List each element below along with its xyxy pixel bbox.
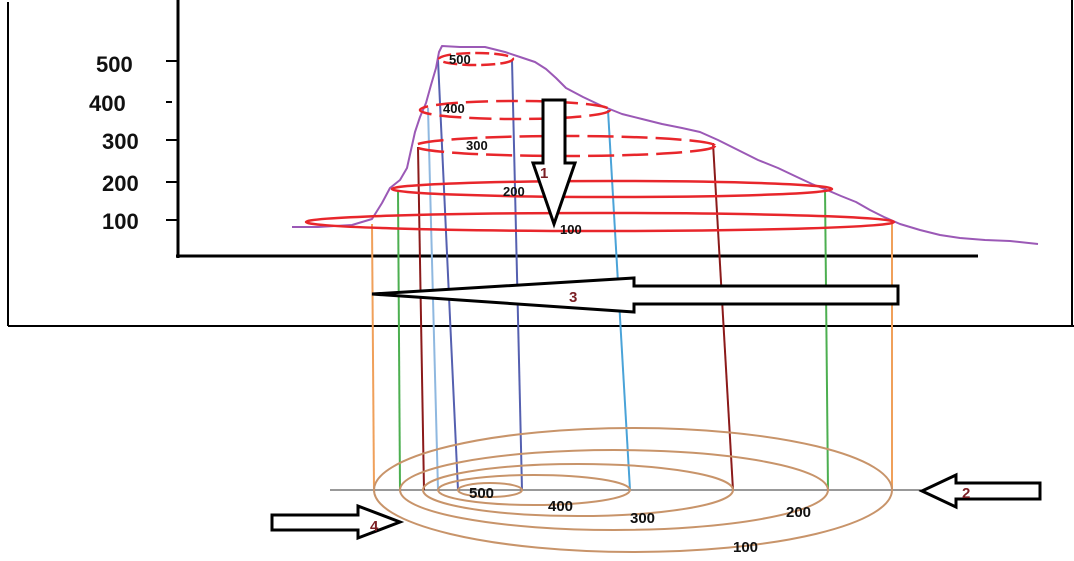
contour-ellipse-500 <box>437 51 515 67</box>
y-tick-400: 400 <box>89 91 126 116</box>
y-tick-marks <box>166 60 178 221</box>
plan-ring-200 <box>399 449 829 531</box>
step-4-right-arrow-icon <box>270 503 405 541</box>
y-tick-200: 200 <box>102 171 139 196</box>
step-2-label: 2 <box>962 485 970 502</box>
projection-line-500-left <box>437 59 459 491</box>
step-3-left-arrow-icon <box>371 276 900 314</box>
step-4-label: 4 <box>370 518 379 535</box>
projection-line-100-left <box>371 223 375 491</box>
contour-label-300: 300 <box>466 138 488 153</box>
contour-label-500: 500 <box>449 52 471 67</box>
contour-label-200: 200 <box>503 184 525 199</box>
plan-ring-300 <box>422 463 734 517</box>
step-3-label: 3 <box>569 289 577 306</box>
contour-ellipses <box>304 51 896 233</box>
projection-line-200-left <box>397 189 401 491</box>
plan-ring-label-100: 100 <box>733 539 758 556</box>
plan-contour-rings <box>373 427 893 553</box>
y-tick-300: 300 <box>102 129 139 154</box>
projection-lines <box>371 59 893 491</box>
contour-label-100: 100 <box>560 222 582 237</box>
plan-ring-500 <box>457 482 523 498</box>
plan-ring-400 <box>437 474 631 506</box>
projection-line-200-right <box>824 187 829 491</box>
projection-line-500-right <box>511 59 523 491</box>
step-1-down-arrow-icon <box>530 98 578 229</box>
plan-ring-label-500: 500 <box>469 485 494 502</box>
contour-ellipse-400 <box>418 99 612 121</box>
plan-ring-label-400: 400 <box>548 498 573 515</box>
terrain-profile-curve <box>292 45 1039 245</box>
plan-ring-100 <box>373 427 893 553</box>
step-2-left-arrow-icon <box>918 472 1042 510</box>
contour-label-400: 400 <box>443 101 465 116</box>
y-tick-100: 100 <box>102 209 139 234</box>
plan-ring-label-200: 200 <box>786 504 811 521</box>
contour-ellipse-100 <box>304 211 896 233</box>
contour-ellipse-200 <box>390 179 834 199</box>
y-tick-500: 500 <box>96 52 133 77</box>
projection-line-300-left <box>417 146 425 491</box>
plan-ring-label-300: 300 <box>630 510 655 527</box>
step-1-label: 1 <box>540 165 548 182</box>
